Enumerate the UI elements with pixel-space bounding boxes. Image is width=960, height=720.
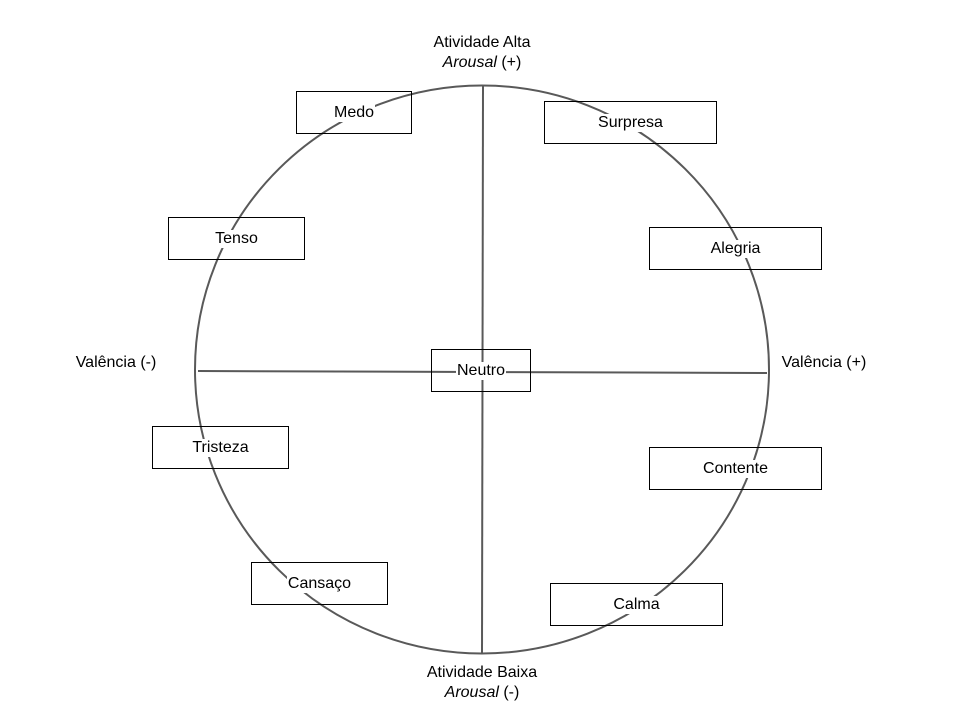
emotion-box-medo: Medo (296, 91, 412, 134)
axis-label-low-arousal-line1: Atividade Baixa (426, 664, 538, 681)
emotion-label: Cansaço (286, 574, 353, 593)
emotion-label: Alegria (709, 239, 762, 258)
axis-label-positive-valence: Valência (+) (781, 354, 867, 371)
emotion-circle (194, 84, 770, 655)
emotion-label: Tristeza (191, 438, 250, 457)
arousal-term: Arousal (442, 54, 497, 71)
emotion-box-tenso: Tenso (168, 217, 305, 260)
emotion-label: Contente (702, 459, 769, 478)
axis-label-low-arousal-line2: Arousal (-) (402, 683, 562, 703)
axis-label-high-arousal-line1: Atividade Alta (433, 34, 531, 51)
emotion-label: Calma (612, 595, 661, 614)
emotion-box-surpresa: Surpresa (544, 101, 717, 144)
axis-label-high-arousal-line2: Arousal (+) (402, 53, 562, 73)
axis-label-low-arousal: Atividade Baixa Arousal (-) (402, 663, 562, 703)
emotion-box-cansaco: Cansaço (251, 562, 388, 605)
axis-label-negative-valence: Valência (-) (75, 354, 157, 371)
emotion-label: Surpresa (597, 113, 664, 132)
emotion-label: Medo (332, 103, 376, 122)
center-box-neutro: Neutro (431, 349, 531, 392)
emotion-box-alegria: Alegria (649, 227, 822, 270)
arousal-sign: (+) (496, 54, 522, 71)
emotion-box-contente: Contente (649, 447, 822, 490)
center-label: Neutro (455, 361, 507, 380)
arousal-sign: (-) (498, 684, 520, 701)
axis-label-high-arousal: Atividade Alta Arousal (+) (402, 33, 562, 73)
arousal-term: Arousal (444, 684, 499, 701)
emotion-box-tristeza: Tristeza (152, 426, 289, 469)
emotion-box-calma: Calma (550, 583, 723, 626)
emotion-label: Tenso (214, 229, 259, 248)
